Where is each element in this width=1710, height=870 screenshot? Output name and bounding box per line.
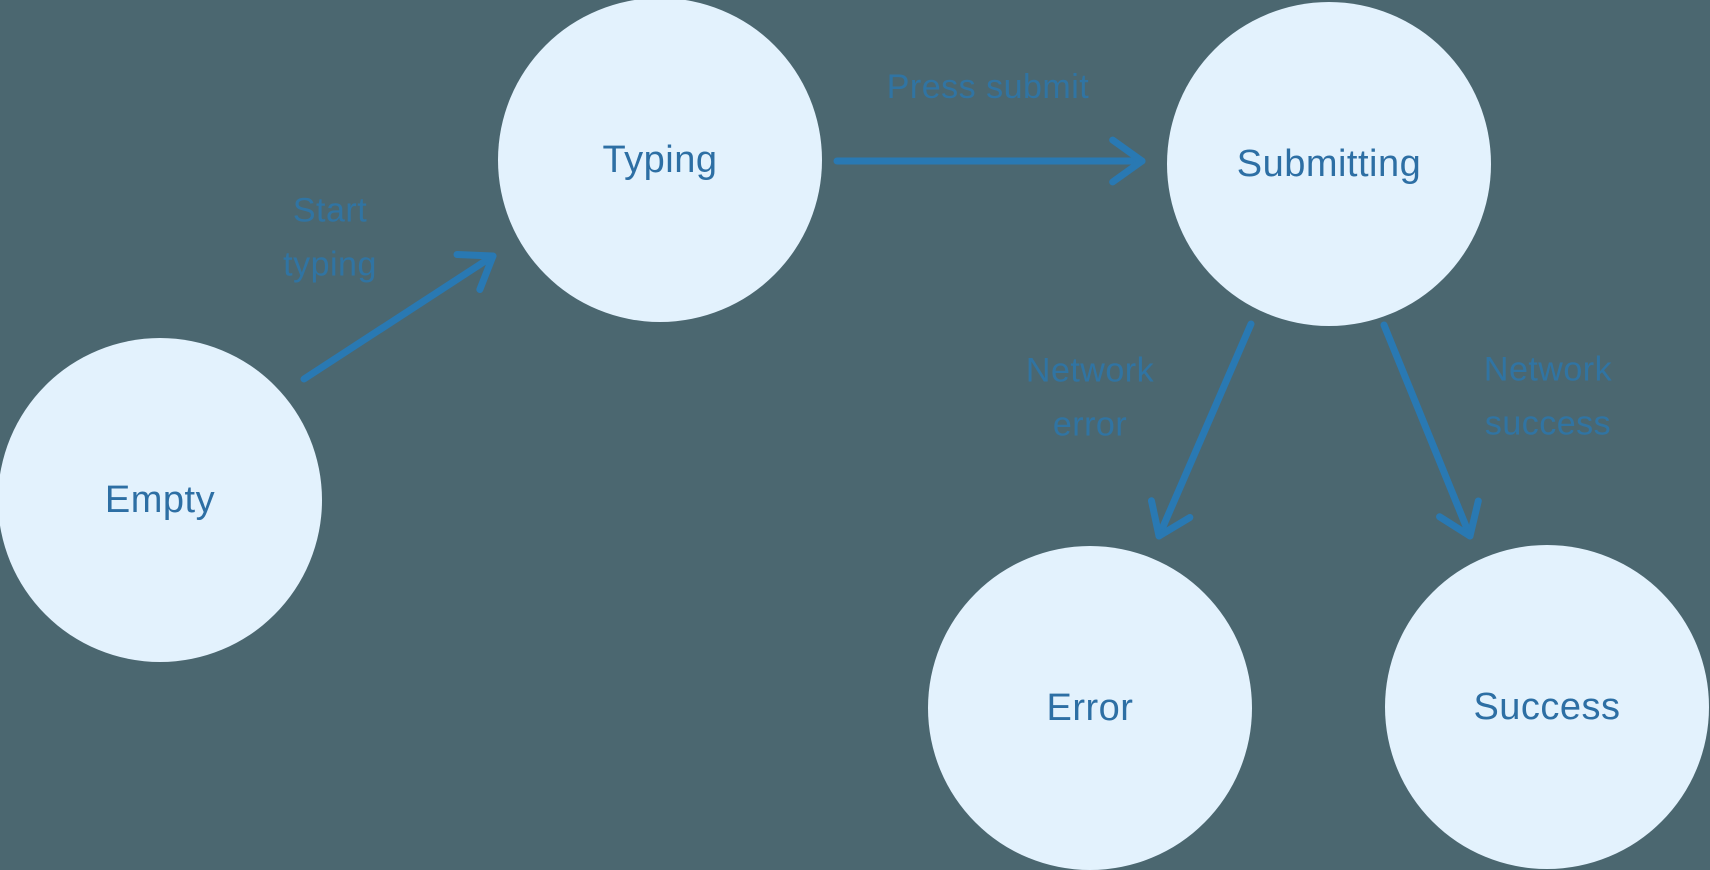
edge-label-press-submit: Press submit bbox=[886, 67, 1090, 106]
state-node-error: Error bbox=[928, 546, 1252, 870]
transition-arrow-typing-submitting bbox=[833, 136, 1146, 186]
state-label-success: Success bbox=[1473, 685, 1621, 728]
edge-label-start-typing: Start typing bbox=[283, 191, 377, 284]
state-node-success: Success bbox=[1385, 545, 1709, 869]
state-node-typing: Typing bbox=[498, 0, 822, 322]
arrowhead-icon bbox=[1109, 136, 1146, 186]
state-node-empty: Empty bbox=[0, 338, 322, 662]
transition-arrow-empty-typing bbox=[300, 250, 497, 383]
state-node-submitting: Submitting bbox=[1167, 2, 1491, 326]
edge-label-network-error: Network error bbox=[1025, 351, 1155, 444]
arrowhead-icon bbox=[453, 250, 497, 294]
state-label-error: Error bbox=[1046, 686, 1134, 729]
arrowhead-icon bbox=[1147, 497, 1194, 540]
state-label-submitting: Submitting bbox=[1236, 142, 1422, 185]
arrowhead-icon bbox=[1436, 497, 1482, 540]
transition-arrow-submitting-success bbox=[1380, 321, 1482, 540]
state-label-typing: Typing bbox=[602, 138, 718, 181]
transition-arrow-submitting-error bbox=[1147, 320, 1255, 540]
edge-label-network-success: Network success bbox=[1483, 350, 1613, 443]
state-label-empty: Empty bbox=[104, 478, 216, 521]
